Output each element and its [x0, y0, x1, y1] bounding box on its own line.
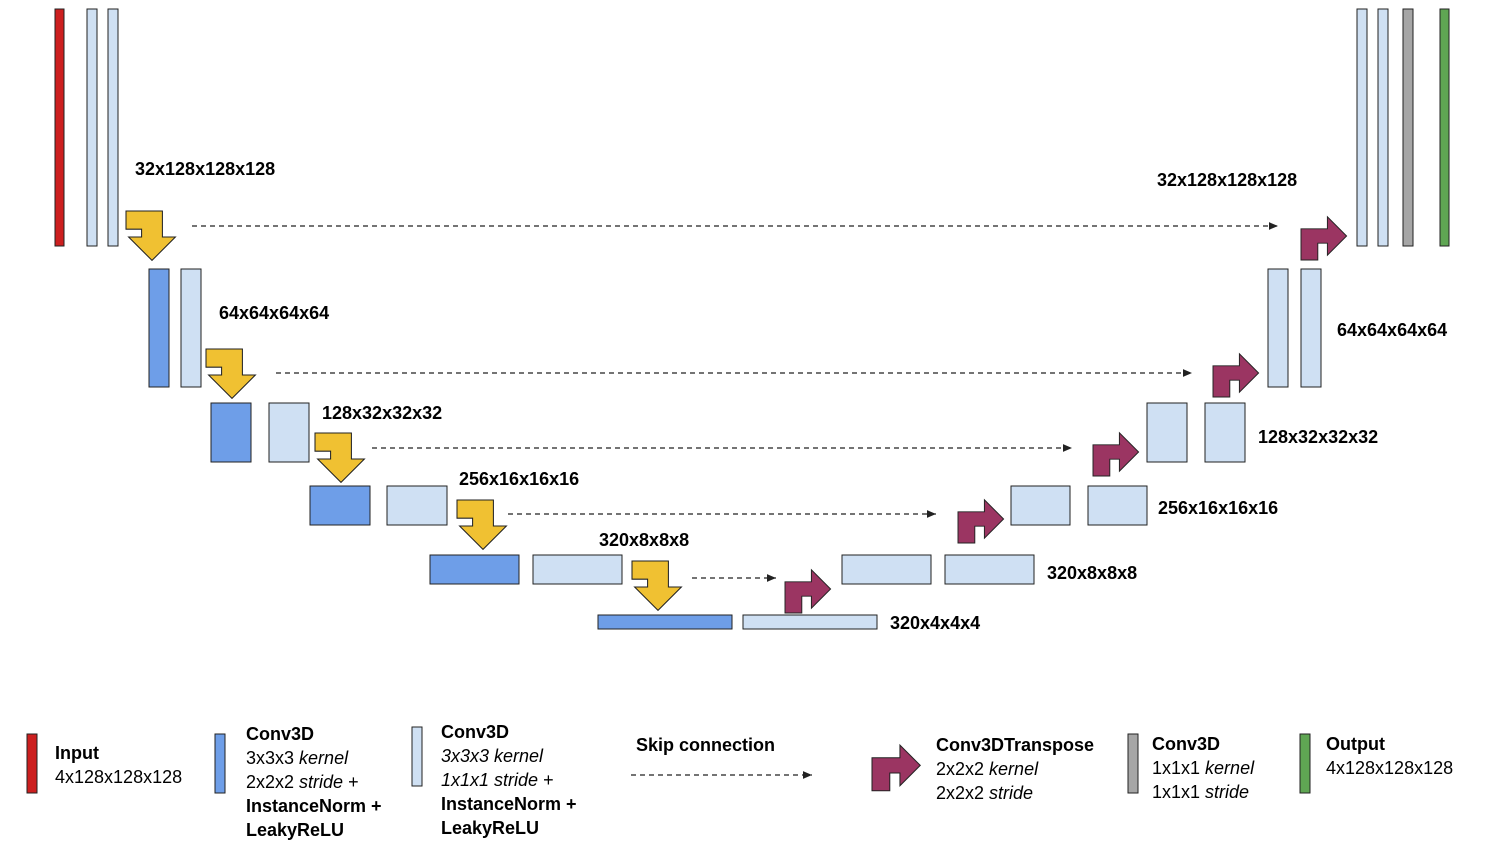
enc2-conv-stride1 [268, 402, 310, 463]
dec4-conv-a [841, 554, 932, 585]
final-1x1-conv [1402, 8, 1414, 247]
upsample-arrow-icon [1092, 432, 1140, 477]
dec1-shape-label: 64x64x64x64 [1337, 320, 1448, 340]
legend-skip: Skip connection [636, 733, 775, 757]
legend-input-swatch [26, 733, 38, 794]
enc0-conv-b [107, 8, 119, 247]
legend-conv-stride2-kernel: 3x3x3 kernel [246, 748, 349, 768]
legend-skip-title: Skip connection [636, 735, 776, 755]
enc1-shape-label: 64x64x64x64 [219, 303, 330, 323]
legend-conv-stride2-swatch [214, 733, 226, 794]
downsample-arrow-icon [125, 210, 177, 262]
legend-conv-stride2-norm: InstanceNorm + [246, 796, 382, 816]
enc0-shape-label: 32x128x128x128 [135, 159, 276, 179]
legend-output-swatch [1299, 733, 1311, 794]
dec0-shape-label: 32x128x128x128 [1157, 170, 1298, 190]
legend-conv-stride1-kernel: 3x3x3 kernel [441, 746, 544, 766]
output-block [1439, 8, 1450, 247]
legend-conv-1x1-title: Conv3D [1152, 734, 1221, 754]
upsample-arrow-icon [957, 499, 1005, 544]
dec2-conv-a [1146, 402, 1188, 463]
legend-conv-stride2-act: LeakyReLU [246, 820, 345, 840]
dec3-conv-b [1087, 485, 1148, 526]
dec2-shape-label: 128x32x32x32 [1258, 427, 1379, 447]
enc3-conv-stride2 [309, 485, 371, 526]
input-block [54, 8, 65, 247]
legend-input-shape: 4x128x128x128 [55, 767, 183, 787]
legend-conv-stride1-swatch [411, 726, 423, 787]
dec4-conv-b [944, 554, 1035, 585]
legend-conv-stride1-title: Conv3D [441, 722, 510, 742]
bottleneck-conv-stride2 [597, 614, 733, 630]
enc4-conv-stride2 [429, 554, 520, 585]
enc0-conv-a [86, 8, 98, 247]
dec0-conv-a [1356, 8, 1368, 247]
bottleneck-conv-stride1 [742, 614, 878, 630]
legend-conv-1x1-stride: 1x1x1 stride [1152, 782, 1250, 802]
legend-conv-stride1-act: LeakyReLU [441, 818, 540, 838]
enc2-conv-stride2 [210, 402, 252, 463]
legend-transpose-stride: 2x2x2 stride [936, 783, 1034, 803]
downsample-arrow-icon [456, 499, 508, 551]
legend-conv-stride2: Conv3D 3x3x3 kernel 2x2x2 stride + Insta… [246, 722, 382, 842]
legend-conv-stride2-stride: 2x2x2 stride + [246, 772, 359, 792]
bottleneck-shape-label: 320x4x4x4 [890, 613, 981, 633]
legend-input-title: Input [55, 743, 99, 763]
legend-conv-1x1-kernel: 1x1x1 kernel [1152, 758, 1255, 778]
legend-transpose-kernel: 2x2x2 kernel [936, 759, 1039, 779]
legend-output-shape: 4x128x128x128 [1326, 758, 1454, 778]
dec3-conv-a [1010, 485, 1071, 526]
legend-conv-1x1: Conv3D 1x1x1 kernel 1x1x1 stride [1152, 732, 1254, 804]
legend-input: Input 4x128x128x128 [55, 741, 182, 789]
legend-conv-1x1-swatch [1127, 733, 1139, 794]
upsample-arrow-icon [1300, 216, 1348, 261]
legend-conv-stride1-stride: 1x1x1 stride + [441, 770, 554, 790]
dec2-conv-b [1204, 402, 1246, 463]
upsample-arrow-icon [1212, 353, 1260, 398]
legend-conv-stride1-norm: InstanceNorm + [441, 794, 577, 814]
legend-transpose: Conv3DTranspose 2x2x2 kernel 2x2x2 strid… [936, 733, 1094, 805]
dec3-shape-label: 256x16x16x16 [1158, 498, 1279, 518]
dec0-conv-b [1377, 8, 1389, 247]
legend-transpose-arrow-icon [871, 744, 921, 792]
dec4-shape-label: 320x8x8x8 [1047, 563, 1138, 583]
enc1-conv-stride1 [180, 268, 202, 388]
enc1-conv-stride2 [148, 268, 170, 388]
upsample-arrow-icon [784, 569, 832, 614]
legend-conv-stride2-title: Conv3D [246, 724, 315, 744]
dec1-conv-a [1267, 268, 1289, 388]
enc2-shape-label: 128x32x32x32 [322, 403, 443, 423]
legend-transpose-title: Conv3DTranspose [936, 735, 1095, 755]
legend-conv-stride1: Conv3D 3x3x3 kernel 1x1x1 stride + Insta… [441, 720, 577, 840]
legend-output: Output 4x128x128x128 [1326, 732, 1453, 780]
downsample-arrow-icon [631, 560, 683, 612]
downsample-arrow-icon [205, 348, 257, 400]
dec1-conv-b [1300, 268, 1322, 388]
legend-output-title: Output [1326, 734, 1385, 754]
enc4-shape-label: 320x8x8x8 [599, 530, 690, 550]
enc3-shape-label: 256x16x16x16 [459, 469, 580, 489]
enc4-conv-stride1 [532, 554, 623, 585]
enc3-conv-stride1 [386, 485, 448, 526]
downsample-arrow-icon [314, 432, 366, 484]
